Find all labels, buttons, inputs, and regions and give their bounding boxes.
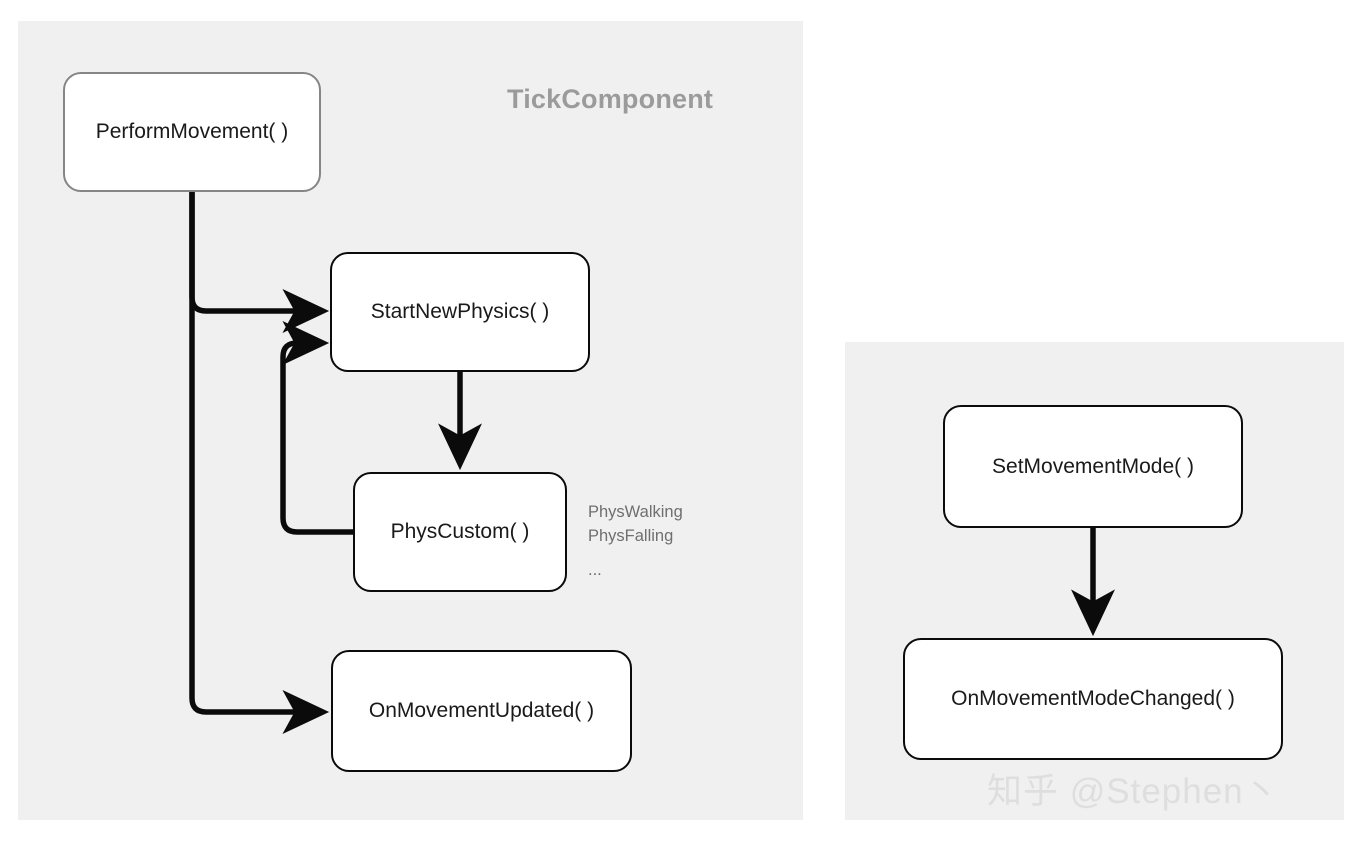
annotation-phys-modes: PhysWalking PhysFalling ...: [588, 500, 683, 582]
node-set-movement-mode[interactable]: SetMovementMode( ): [943, 405, 1243, 528]
node-phys-custom[interactable]: PhysCustom( ): [353, 472, 567, 592]
annotation-phys-falling: PhysFalling: [588, 527, 674, 545]
annotation-phys-walking: PhysWalking: [588, 503, 683, 521]
node-on-movement-mode-changed[interactable]: OnMovementModeChanged( ): [903, 638, 1283, 760]
annotation-phys-ellipsis: ...: [588, 561, 602, 579]
panel-title-tick-component: TickComponent: [507, 84, 714, 114]
node-perform-movement[interactable]: PerformMovement( ): [63, 72, 321, 192]
watermark: 知乎 @Stephen丶: [987, 772, 1280, 811]
node-start-new-physics[interactable]: StartNewPhysics( ): [330, 252, 590, 372]
node-on-movement-updated[interactable]: OnMovementUpdated( ): [331, 650, 632, 772]
